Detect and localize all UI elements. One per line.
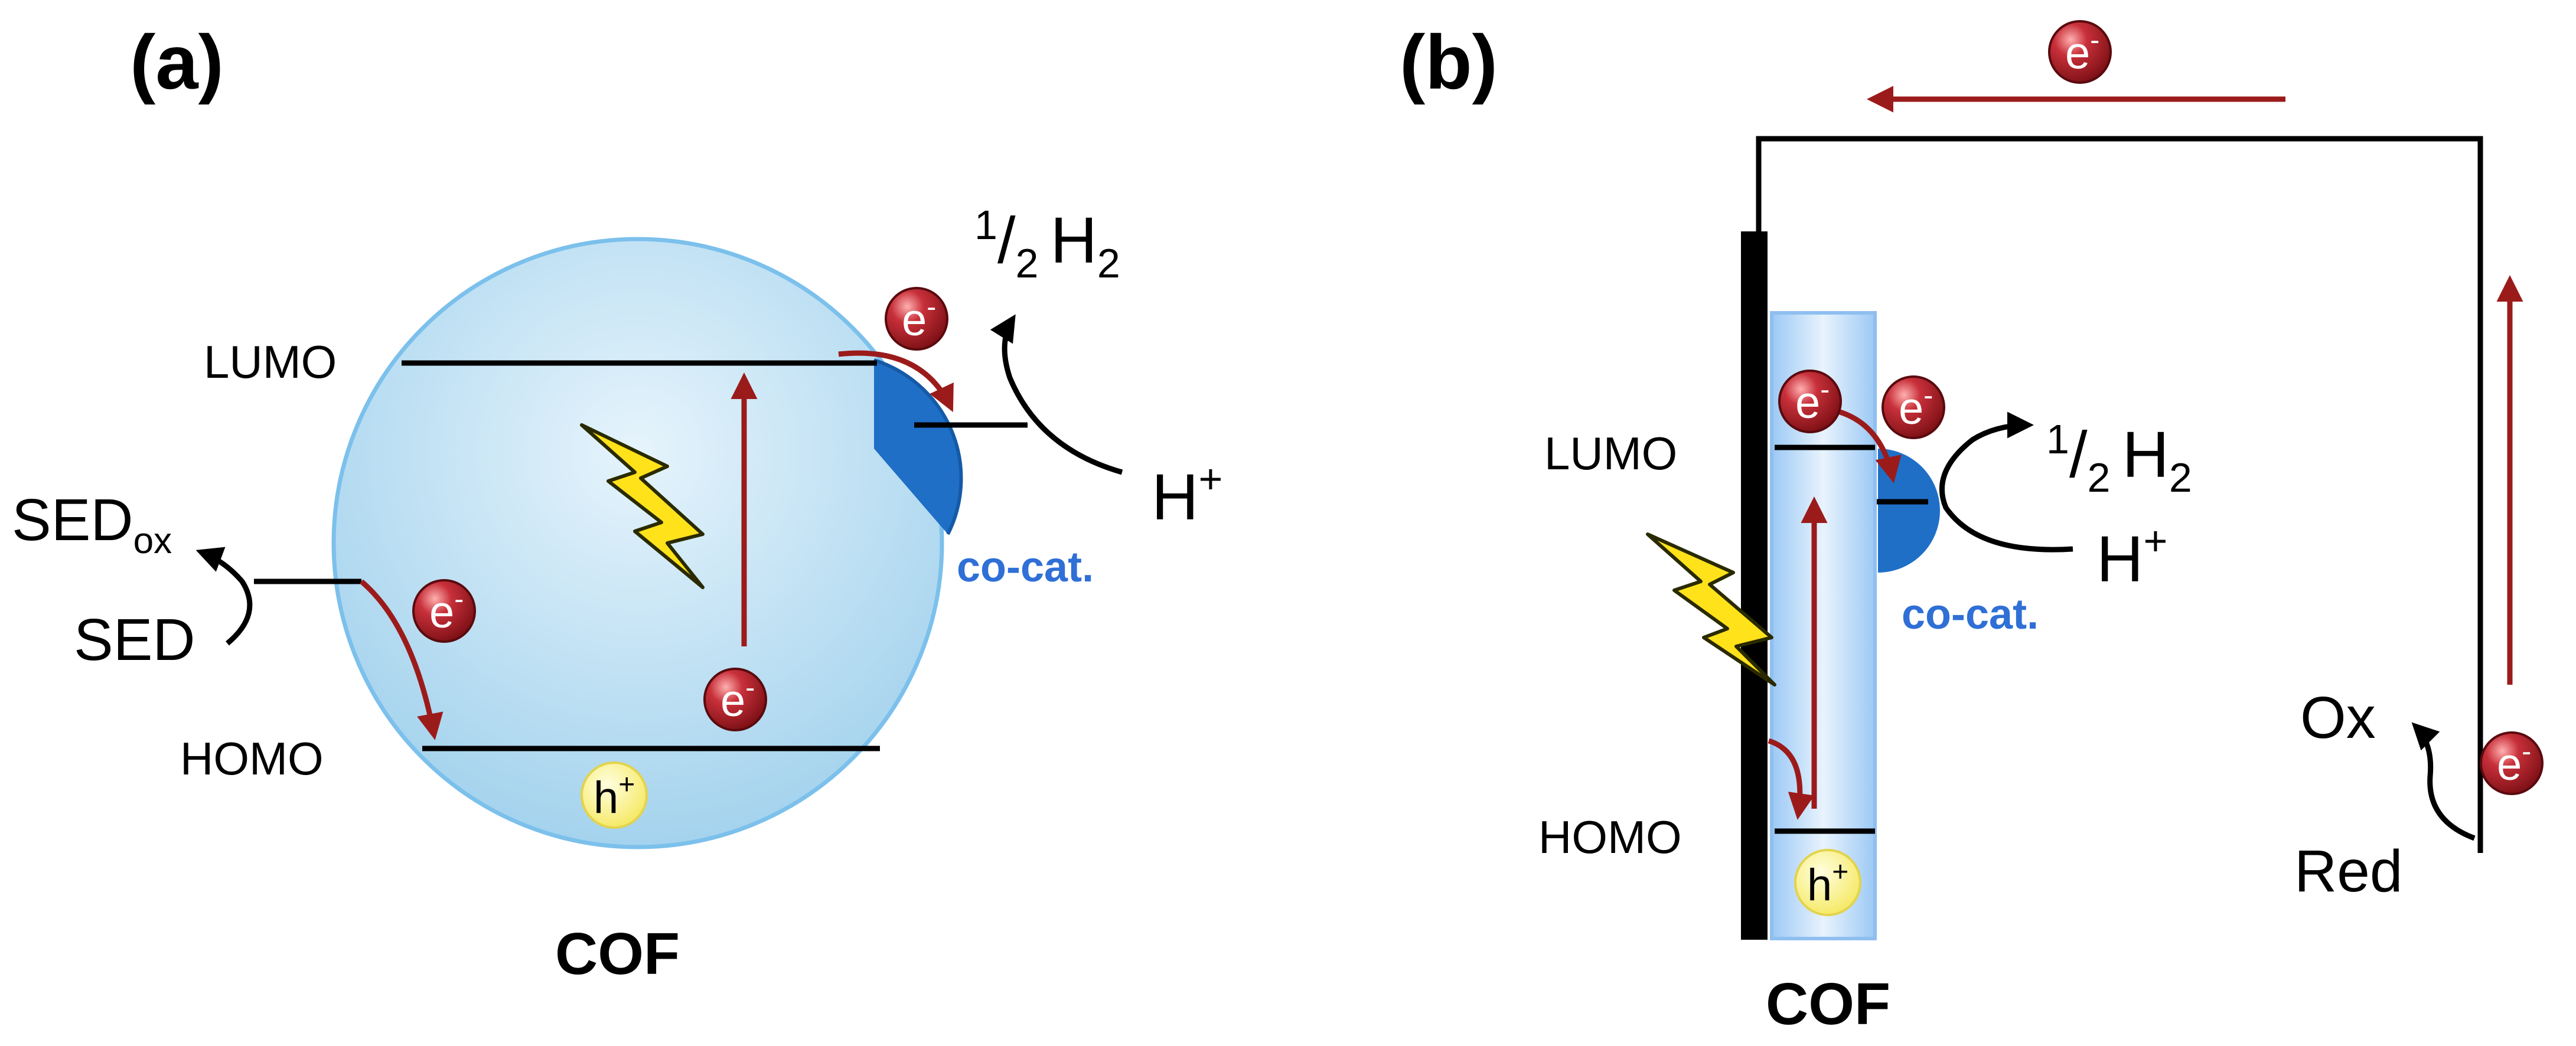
sed-label: SED bbox=[74, 607, 195, 673]
homo-label: HOMO bbox=[180, 733, 324, 784]
sed-oxidation-arrow bbox=[195, 547, 253, 646]
svg-text:e-: e- bbox=[902, 292, 936, 345]
electron-particle: e- bbox=[2480, 731, 2544, 795]
lumo-label-b: LUMO bbox=[1544, 427, 1677, 479]
panel-b: (b) e- LUMO HOMO bbox=[1400, 19, 2544, 1037]
electron-particle: e- bbox=[412, 579, 476, 643]
cof-label-b: COF bbox=[1766, 971, 1890, 1037]
hole-transfer-arrow bbox=[1768, 738, 1815, 820]
svg-text:e-: e- bbox=[2497, 736, 2531, 790]
cocat-label-b: co-cat. bbox=[1902, 591, 2039, 638]
red-label: Red bbox=[2294, 838, 2402, 904]
svg-text:h+: h+ bbox=[594, 769, 635, 823]
cof-sphere bbox=[331, 237, 944, 849]
electron-particle: e- bbox=[885, 287, 948, 351]
panel-b-label: (b) bbox=[1400, 19, 1498, 105]
cof-label-a: COF bbox=[555, 921, 680, 987]
electron-particle: e- bbox=[703, 668, 767, 731]
ox-label: Ox bbox=[2300, 685, 2376, 751]
lumo-label: LUMO bbox=[204, 336, 337, 388]
electron-particle: e- bbox=[2048, 20, 2112, 84]
electron-particle: e- bbox=[1778, 370, 1842, 433]
external-circuit-wire bbox=[1756, 136, 2483, 853]
hole-particle: h+ bbox=[581, 761, 648, 829]
svg-text:e-: e- bbox=[429, 584, 464, 638]
svg-text:e-: e- bbox=[1899, 380, 1933, 434]
co-catalyst bbox=[874, 360, 961, 534]
svg-text:e-: e- bbox=[2065, 25, 2099, 79]
cocat-label: co-cat. bbox=[957, 544, 1094, 591]
light-bolt-icon bbox=[580, 423, 705, 589]
svg-text:e-: e- bbox=[1795, 374, 1830, 428]
oxidation-arrow bbox=[2411, 722, 2476, 841]
panel-a-label: (a) bbox=[130, 19, 224, 105]
electrode bbox=[1741, 231, 1768, 940]
svg-text:e-: e- bbox=[720, 672, 755, 726]
hplus-label: H+ bbox=[1152, 456, 1222, 534]
lumo-to-cocat-arrow bbox=[838, 350, 954, 413]
homo-label-b: HOMO bbox=[1538, 811, 1682, 863]
svg-text:h+: h+ bbox=[1807, 857, 1848, 910]
hplus-label-b: H+ bbox=[2096, 518, 2167, 596]
proton-reduction-arrow-b bbox=[1939, 411, 2073, 553]
light-bolt-icon bbox=[1646, 532, 1776, 687]
proton-reduction-arrow bbox=[990, 314, 1123, 475]
co-catalyst-edge bbox=[873, 358, 963, 535]
electron-particle: e- bbox=[1882, 375, 1945, 439]
hole-particle: h+ bbox=[1794, 849, 1861, 916]
sed-to-homo-arrow bbox=[360, 579, 444, 740]
sed-ox-label: SEDox bbox=[12, 487, 172, 561]
